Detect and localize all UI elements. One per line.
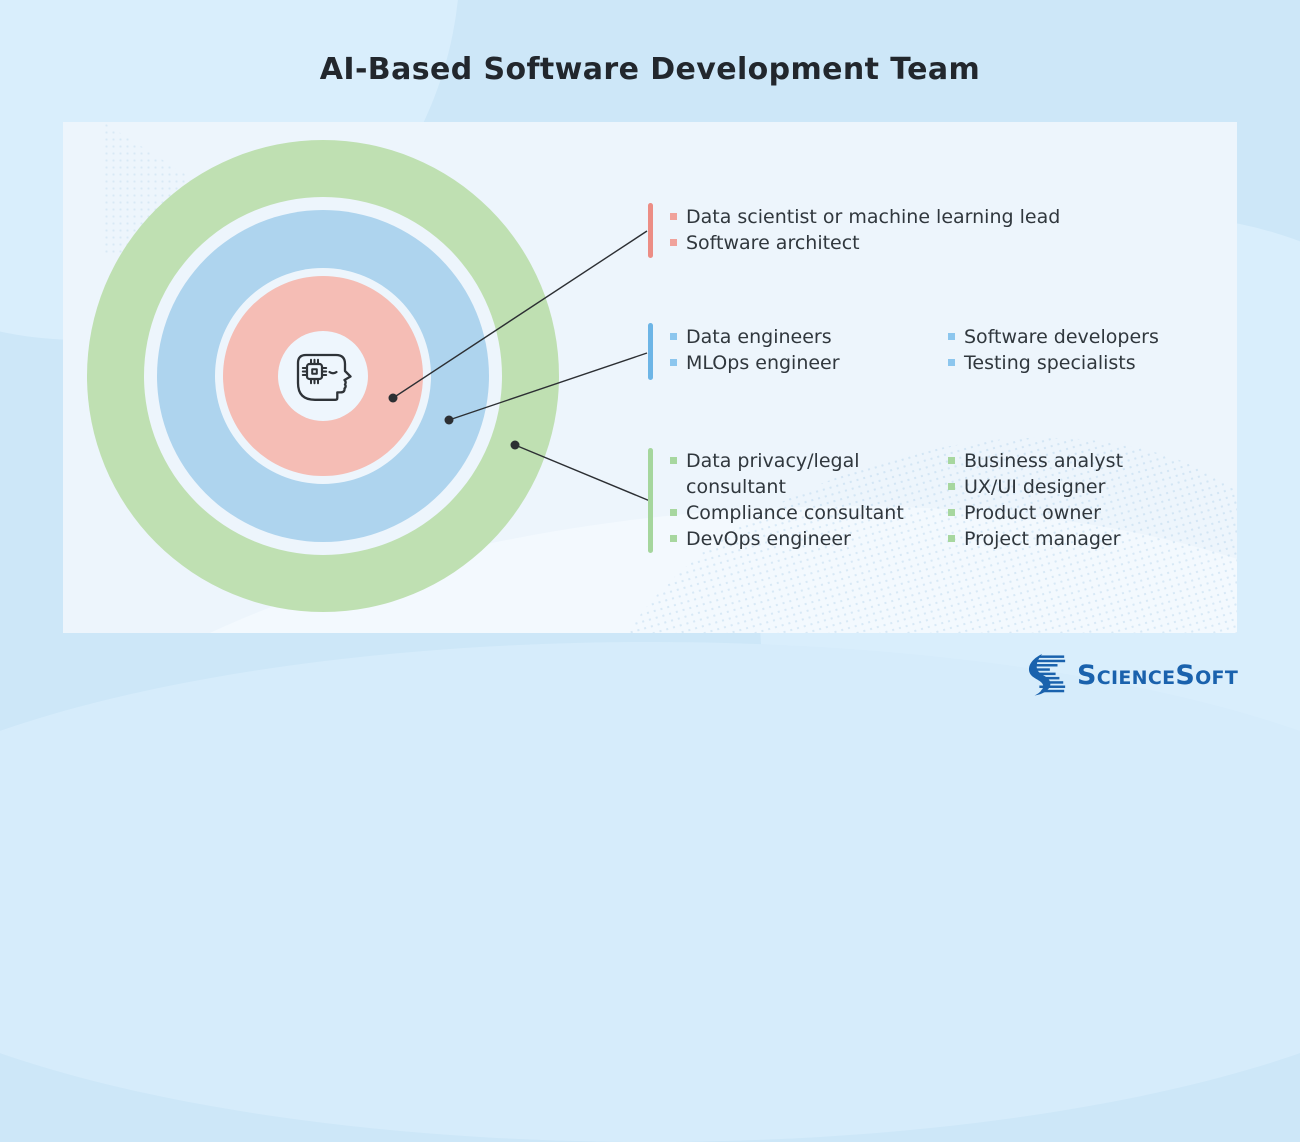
role-item: Data engineers (670, 324, 930, 350)
role-item: Data scientist or machine learning lead (670, 204, 1060, 230)
role-group-core: Data scientist or machine learning lead … (648, 203, 1060, 258)
role-label: Data scientist or machine learning lead (686, 206, 1061, 228)
group-accent-bar-blue (648, 323, 653, 380)
role-item: Testing specialists (948, 350, 1208, 376)
role-label: DevOps engineer (686, 528, 851, 550)
page-title: AI-Based Software Development Team (319, 52, 981, 87)
role-group-engineering: Data engineers MLOps engineer Software d… (648, 323, 1208, 380)
role-item: DevOps engineer (670, 526, 930, 552)
group-accent-bar-red (648, 203, 653, 258)
sciencesoft-logo-icon (1028, 654, 1066, 696)
role-list: Data privacy/legal consultant Compliance… (670, 448, 930, 552)
role-item: UX/UI designer (948, 474, 1208, 500)
role-item: Software developers (948, 324, 1208, 350)
bullet-square-icon (670, 333, 677, 340)
bullet-square-icon (948, 359, 955, 366)
background-swoosh-bottom (0, 642, 1300, 1142)
role-list: Data scientist or machine learning lead … (670, 204, 1060, 256)
role-label: Data engineers (686, 326, 832, 348)
infographic-page: { "title": "AI-Based Software Developmen… (0, 0, 1300, 1016)
role-label: Project manager (964, 528, 1121, 550)
role-list: Software developers Testing specialists (948, 324, 1208, 376)
role-label: Data privacy/legal consultant (686, 450, 860, 498)
role-group-extended: Data privacy/legal consultant Compliance… (648, 448, 1208, 553)
role-item: MLOps engineer (670, 350, 930, 376)
bullet-square-icon (670, 457, 677, 464)
bullet-square-icon (948, 333, 955, 340)
role-item: Software architect (670, 230, 1060, 256)
bullet-square-icon (948, 535, 955, 542)
role-label: Testing specialists (964, 352, 1136, 374)
role-label: Business analyst (964, 450, 1124, 472)
bullet-square-icon (670, 359, 677, 366)
panel-decor-dots-top-left (103, 122, 433, 332)
role-item: Compliance consultant (670, 500, 930, 526)
role-list: Data engineers MLOps engineer (670, 324, 930, 376)
bullet-square-icon (670, 213, 677, 220)
sciencesoft-logo-text: ScienceSoft (1077, 659, 1239, 691)
bullet-square-icon (670, 239, 677, 246)
role-item: Business analyst (948, 448, 1208, 474)
group-accent-bar-green (648, 448, 653, 553)
bullet-square-icon (948, 509, 955, 516)
bullet-square-icon (948, 483, 955, 490)
sciencesoft-logo: ScienceSoft (1026, 654, 1238, 696)
bullet-square-icon (670, 535, 677, 542)
role-label: Software architect (686, 232, 860, 254)
role-label: MLOps engineer (686, 352, 840, 374)
role-item: Data privacy/legal consultant (670, 448, 930, 500)
role-label: Software developers (964, 326, 1159, 348)
bullet-square-icon (948, 457, 955, 464)
role-item: Product owner (948, 500, 1208, 526)
ai-head-icon (296, 353, 352, 401)
bullet-square-icon (670, 509, 677, 516)
role-item: Project manager (948, 526, 1208, 552)
role-label: UX/UI designer (964, 476, 1106, 498)
role-list: Business analyst UX/UI designer Product … (948, 448, 1208, 552)
role-label: Product owner (964, 502, 1101, 524)
role-label: Compliance consultant (686, 502, 904, 524)
